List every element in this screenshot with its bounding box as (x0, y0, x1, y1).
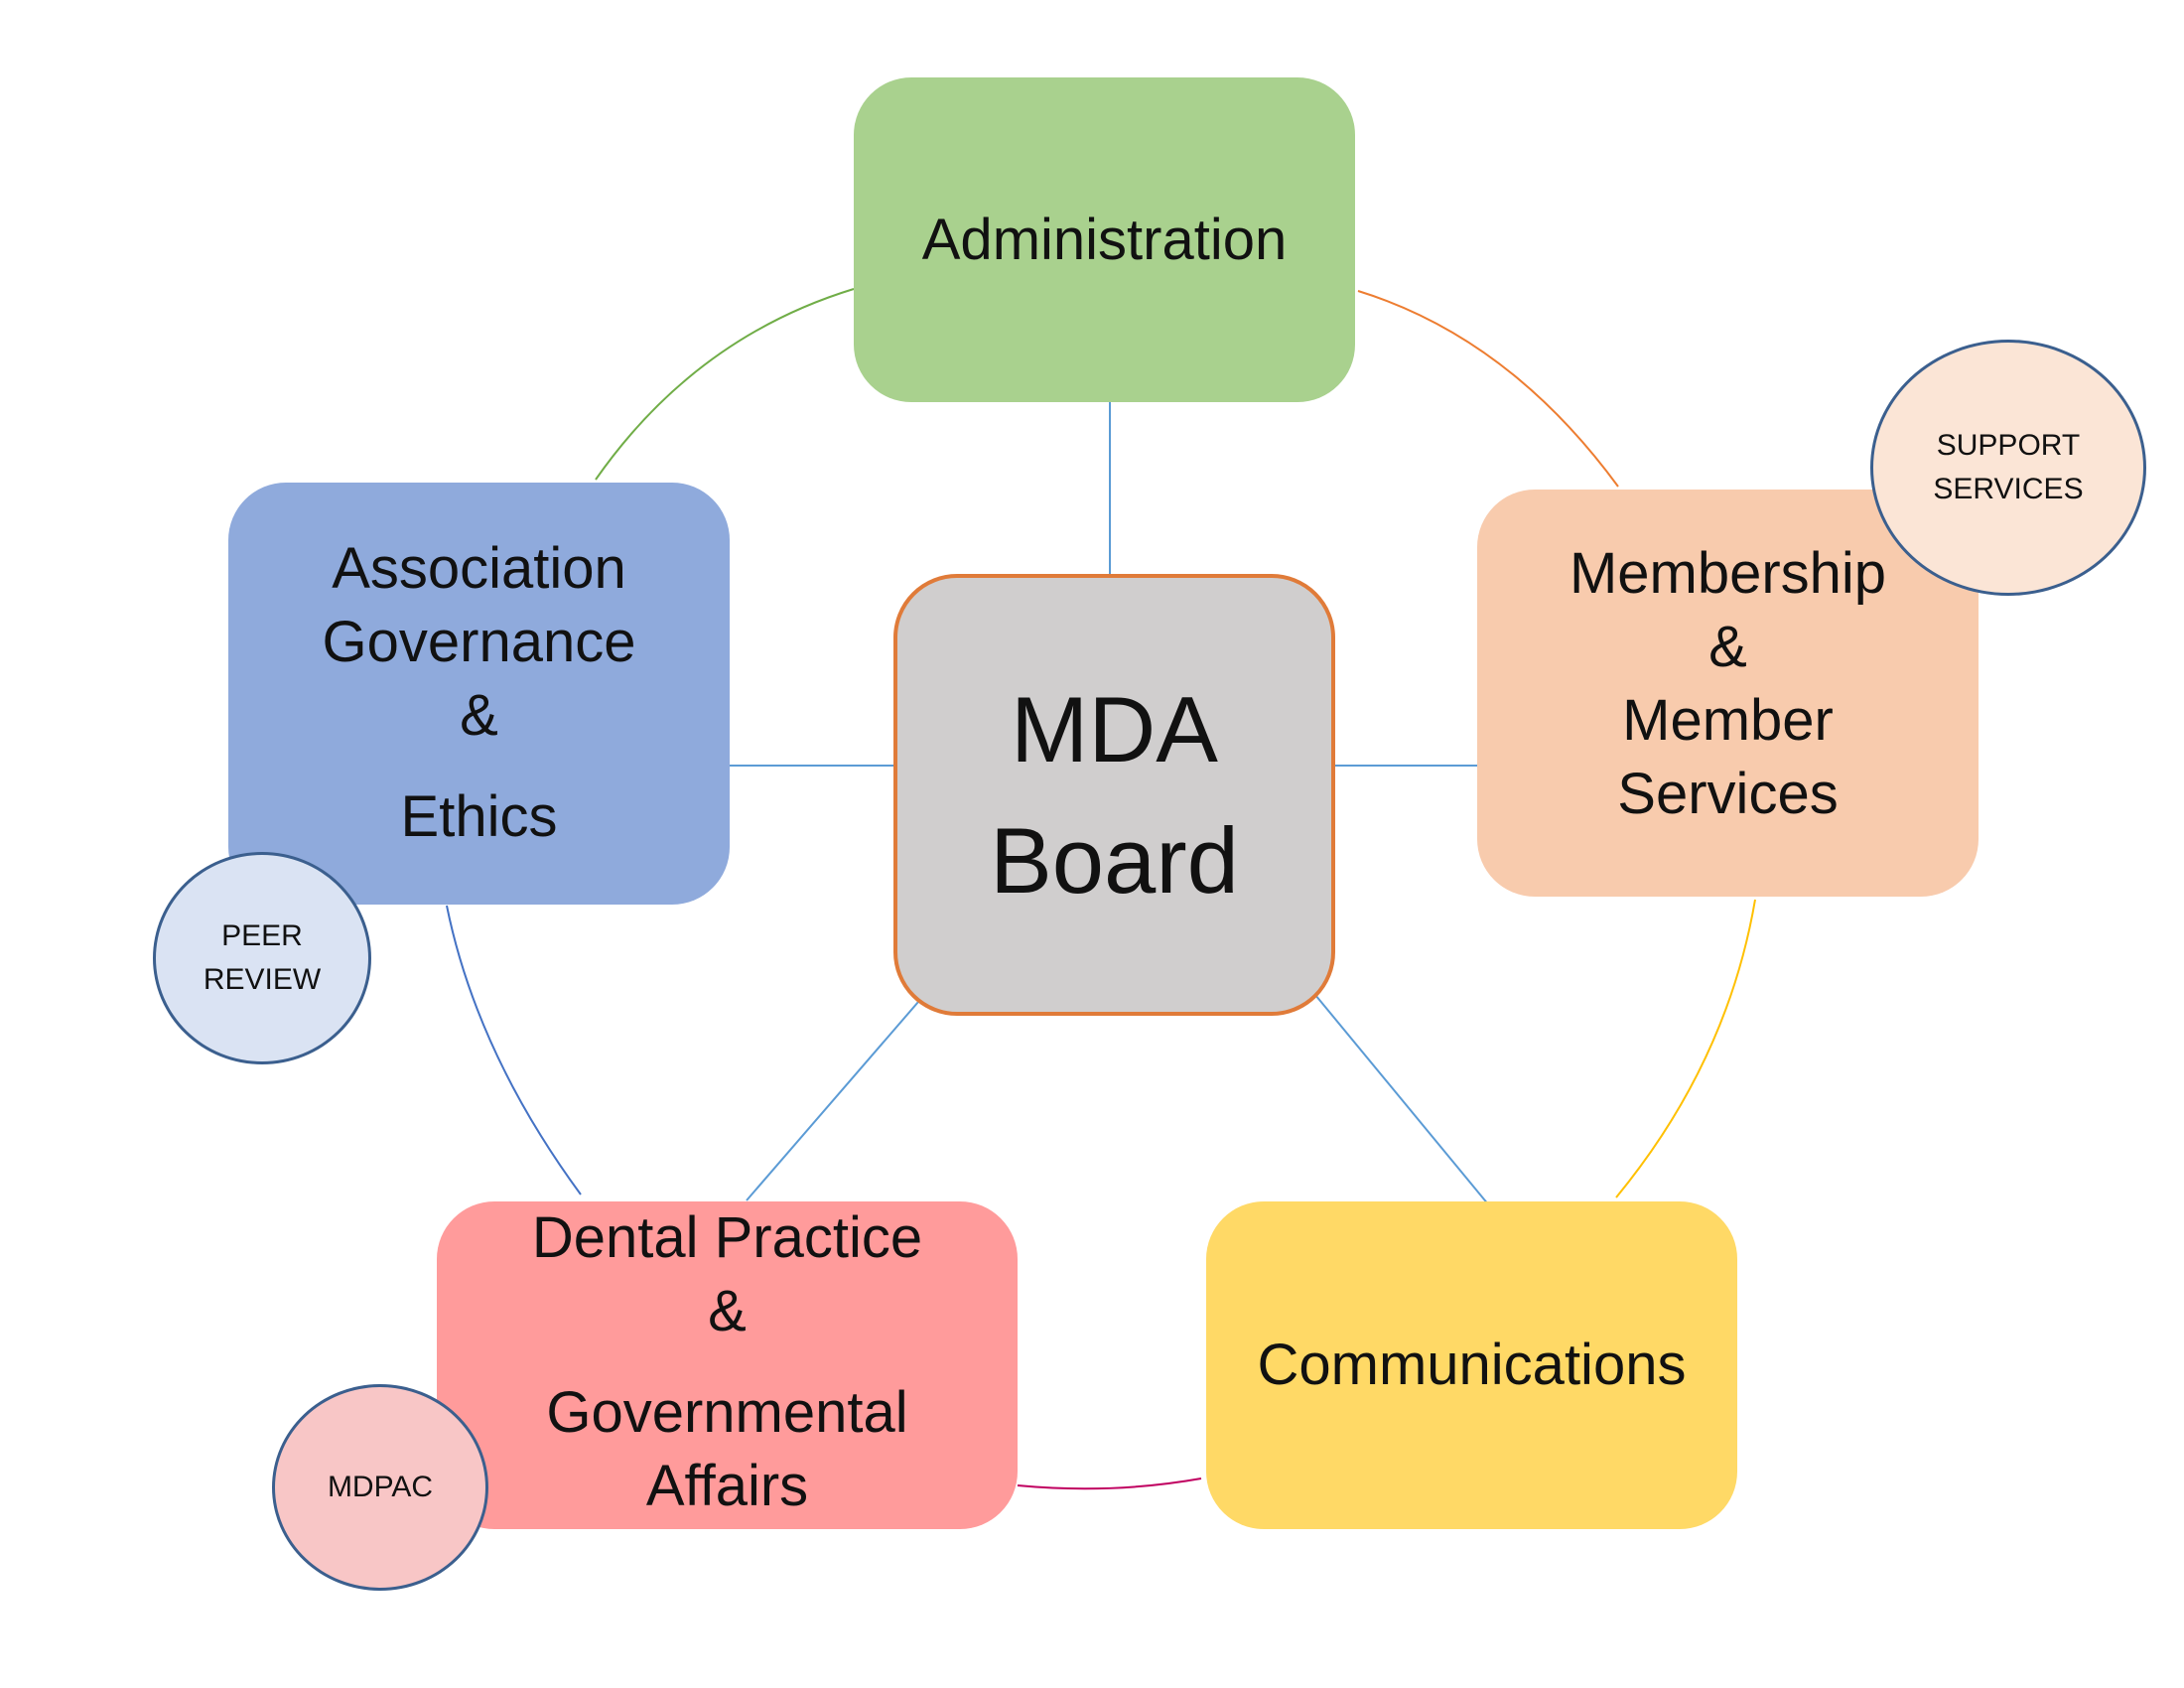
mdpac-line1: MDPAC (327, 1471, 434, 1503)
peer-review-line1: PEER (221, 919, 303, 952)
arc-dental-governance (446, 905, 582, 1196)
board-label-line1: MDA (1011, 676, 1218, 781)
dental-practice-box: Dental Practice & Governmental Affairs (437, 1201, 1018, 1529)
administration-box: Administration (854, 77, 1355, 402)
spoke-dental (746, 1001, 919, 1201)
peer-review-badge: PEER REVIEW (153, 852, 371, 1064)
governance-label-line3: & (460, 683, 498, 748)
governance-label-line4: Ethics (400, 784, 558, 849)
membership-label-line2: & (1708, 615, 1747, 679)
support-services-line2: SERVICES (1933, 473, 2084, 505)
communications-label: Communications (1257, 1333, 1687, 1397)
administration-label: Administration (921, 207, 1288, 272)
board-label-line2: Board (990, 807, 1239, 913)
support-services-line1: SUPPORT (1936, 429, 2081, 462)
arc-administration-membership (1357, 290, 1619, 488)
spoke-communications (1314, 994, 1490, 1206)
dental-practice-label-line4: Affairs (645, 1454, 809, 1518)
support-services-badge: SUPPORT SERVICES (1870, 340, 2146, 596)
membership-label-line4: Services (1617, 762, 1839, 826)
communications-box: Communications (1206, 1201, 1737, 1529)
membership-label-line3: Member (1622, 688, 1834, 753)
arc-membership-communications (1615, 899, 1756, 1198)
dental-practice-label-line3: Governmental (546, 1380, 908, 1445)
dental-practice-label-line1: Dental Practice (531, 1205, 923, 1270)
arc-communications-dental (1017, 1477, 1202, 1490)
membership-label-line1: Membership (1569, 541, 1887, 606)
membership-box: Membership & Member Services (1477, 490, 1979, 897)
governance-box: Association Governance & Ethics (228, 483, 730, 905)
governance-label-line2: Governance (322, 610, 636, 674)
peer-review-line2: REVIEW (203, 963, 322, 996)
dental-practice-label-line2: & (708, 1279, 747, 1343)
arc-governance-administration (595, 288, 855, 481)
mdpac-badge: MDPAC (272, 1384, 488, 1591)
governance-label-line1: Association (332, 536, 626, 601)
mda-board-box: MDA Board (893, 574, 1335, 1016)
